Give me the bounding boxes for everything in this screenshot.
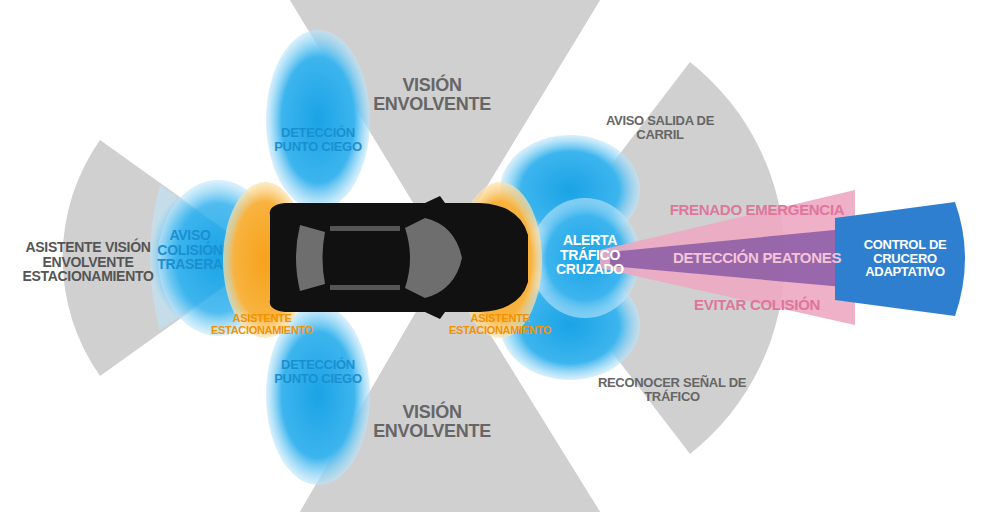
- zone-label: ASISTENTE VISIÓN ENVOLVENTE ESTACIONAMIE…: [13, 240, 163, 284]
- zone-label: AVISO COLISIÓN TRASERA: [155, 228, 225, 272]
- car-body: [270, 196, 528, 319]
- zone-label: DETECCIÓN PEATONES: [657, 250, 857, 266]
- blind-spot-zone: [266, 30, 370, 210]
- zone-label: ALERTA TRÁFICO CRUZADO: [550, 233, 630, 277]
- zone-label: DETECCIÓN PUNTO CIEGO: [268, 126, 368, 153]
- zone-label: ASISTENTE ESTACIONAMIENTO: [197, 313, 327, 336]
- zone-label: DETECCIÓN PUNTO CIEGO: [268, 358, 368, 385]
- zone-label: RECONOCER SEÑAL DE TRÁFICO: [597, 376, 747, 403]
- cruise-zone: [835, 202, 965, 316]
- zone-label: CONTROL DE CRUCERO ADAPTATIVO: [850, 238, 960, 279]
- zone-label: FRENADO EMERGENCIA: [657, 202, 857, 218]
- zone-label: VISIÓN ENVOLVENTE: [372, 76, 492, 114]
- zone-label: ASISTENTE ESTACIONAMIENTO: [435, 313, 565, 336]
- zone-label: VISIÓN ENVOLVENTE: [372, 403, 492, 441]
- zone-label: EVITAR COLISIÓN: [657, 297, 857, 313]
- zone-label: AVISO SALIDA DE CARRIL: [595, 114, 725, 141]
